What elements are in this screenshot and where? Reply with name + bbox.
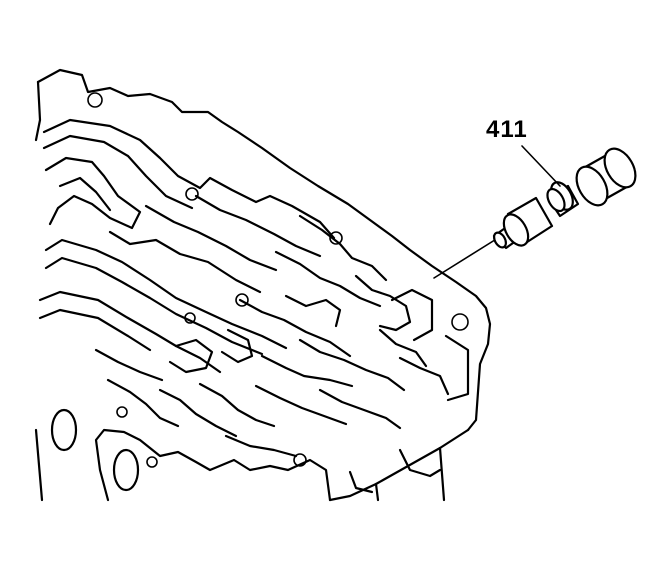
bolt-hole bbox=[146, 456, 158, 468]
callout-leader-line bbox=[521, 145, 561, 187]
bolt-hole bbox=[329, 231, 343, 245]
bolt-hole bbox=[235, 293, 249, 307]
bolt-hole bbox=[87, 92, 103, 108]
plate-channels bbox=[38, 118, 450, 458]
bolt-hole bbox=[293, 453, 307, 467]
part-callout-label: 411 bbox=[486, 116, 528, 143]
valve-body bbox=[34, 68, 492, 502]
bolt-hole bbox=[116, 406, 128, 418]
valve-part-411 bbox=[492, 147, 637, 250]
casting-bores bbox=[50, 334, 470, 494]
bolt-hole bbox=[184, 312, 196, 324]
bolt-hole bbox=[185, 187, 199, 201]
bolt-holes bbox=[87, 92, 469, 468]
valve-bore bbox=[390, 288, 434, 342]
bolt-hole bbox=[451, 313, 469, 331]
assembly-leader-line bbox=[433, 237, 499, 279]
